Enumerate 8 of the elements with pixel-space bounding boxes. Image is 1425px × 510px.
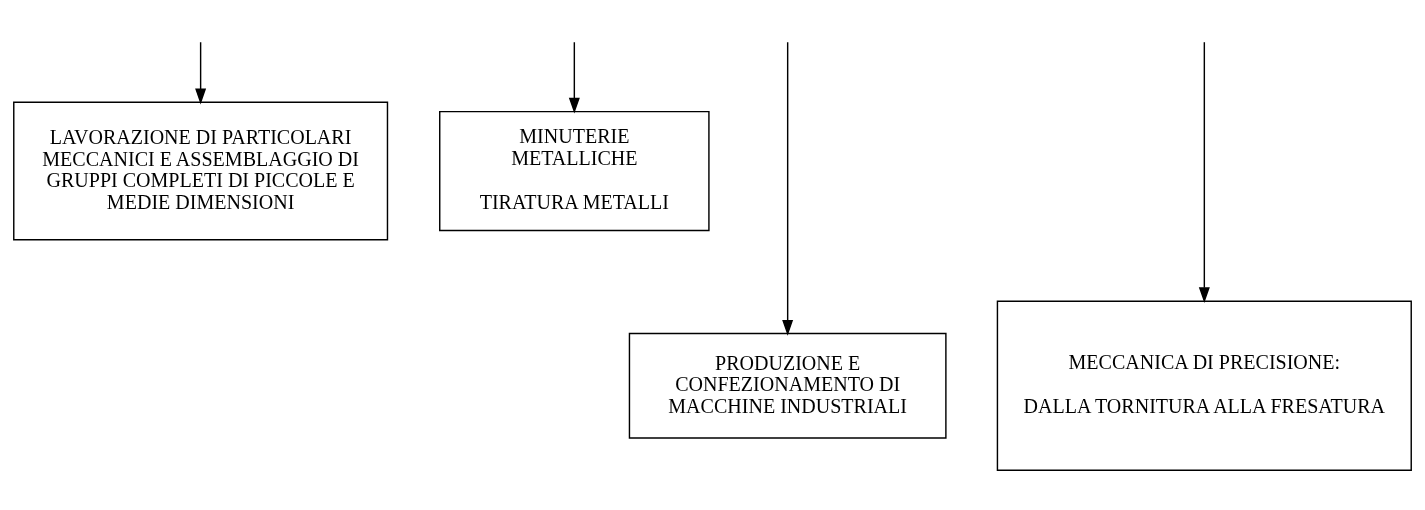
node-box: LAVORAZIONE DI PARTICOLARI MECCANICI E ASSEMBLAGGIO DI GRUPPI COMPLETI DI PICCOLE E MEDIE DIMENSIONI xyxy=(13,101,389,240)
arrow xyxy=(782,41,794,336)
node-box: MECCANICA DI PRECISIONE: DALLA TORNITURA ALLA FRESATURA xyxy=(996,300,1412,471)
arrow xyxy=(195,41,207,104)
arrow xyxy=(1198,41,1210,303)
node-box: PRODUZIONE E CONFEZIONAMENTO DI MACCHINE INDUSTRIALI xyxy=(628,332,947,439)
node-box: MINUTERIE METALLICHE TIRATURA METALLI xyxy=(439,110,710,231)
arrow xyxy=(568,41,580,114)
